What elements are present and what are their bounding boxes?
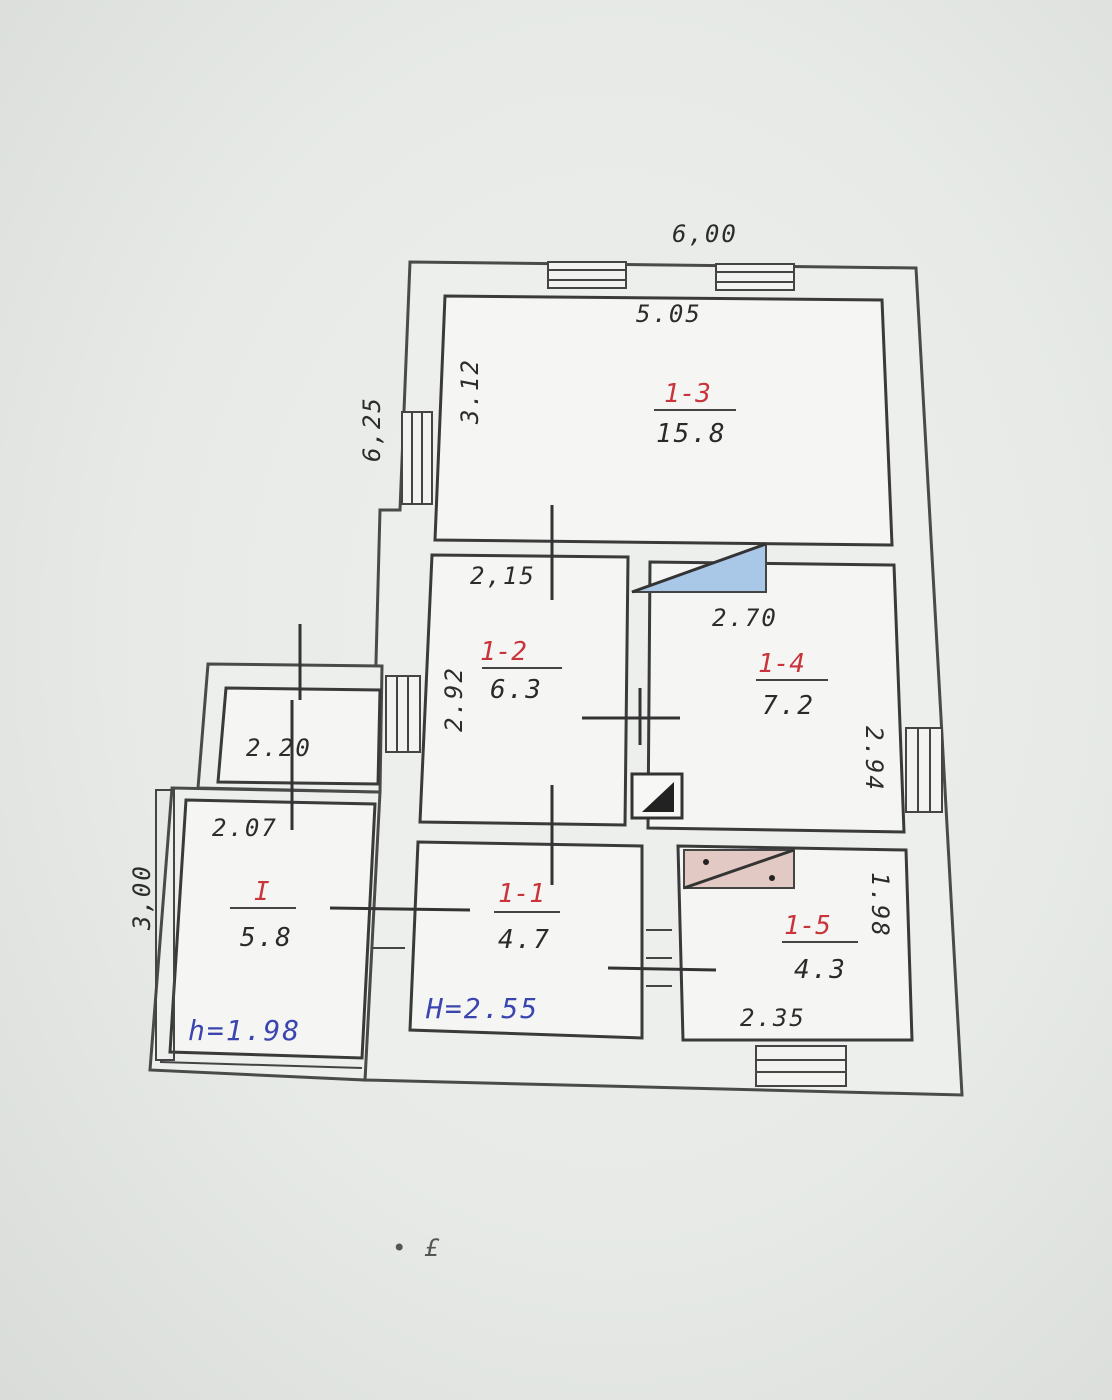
room-1-4-depth: 2.94 <box>860 726 888 792</box>
room-1-3 <box>433 294 894 547</box>
door-mark-5 <box>607 966 717 972</box>
room-I-width: 2.07 <box>212 814 278 842</box>
door-mark-4 <box>329 906 471 912</box>
porch-width-label: 2.20 <box>246 734 312 762</box>
window-top-left <box>547 261 627 289</box>
window-left <box>401 411 433 505</box>
room-1-2-width: 2,15 <box>470 562 536 590</box>
room-1-5-width: 2.35 <box>740 1004 806 1032</box>
room-1-5-id: 1-5 <box>784 911 831 941</box>
overall-depth-label: 6,25 <box>358 396 386 462</box>
stove-icon <box>630 772 684 820</box>
room-1-1-id: 1-1 <box>498 879 545 909</box>
room-1-2 <box>418 553 630 827</box>
room-1-4 <box>646 560 906 834</box>
overall-width-label: 6,00 <box>672 220 738 248</box>
stray-marks: • £ <box>392 1234 441 1262</box>
porch-room <box>216 686 382 786</box>
window-left-2 <box>385 675 421 753</box>
room-1-3-area: 15.8 <box>656 419 727 449</box>
room-1-2-id: 1-2 <box>480 637 527 667</box>
window-annex <box>155 789 363 1069</box>
room-1-1-area: 4.7 <box>498 925 551 955</box>
room-1-3-id: 1-3 <box>664 379 711 409</box>
room-I-id: I <box>254 877 270 907</box>
annex-depth-label: 3,00 <box>128 864 156 931</box>
room-1-5-depth: 1.98 <box>866 872 894 938</box>
window-bottom <box>755 1045 847 1087</box>
room-1-2-depth: 2.92 <box>440 666 468 732</box>
room-1-4-width: 2.70 <box>712 604 778 632</box>
room-I <box>168 798 377 1060</box>
room-1-5-area: 4.3 <box>794 955 847 985</box>
ceiling-height-main: H=2.55 <box>425 992 539 1025</box>
room-1-4-area: 7.2 <box>762 691 815 721</box>
room-1-4-id: 1-4 <box>758 649 805 679</box>
window-top-right <box>715 263 795 291</box>
window-right <box>905 727 943 813</box>
room-1-2-area: 6.3 <box>490 675 543 705</box>
room-1-1 <box>408 840 644 1040</box>
room-1-3-width: 5.05 <box>636 300 702 328</box>
room-I-area: 5.8 <box>240 923 293 953</box>
room-1-3-depth: 3.12 <box>456 358 484 425</box>
ceiling-height-annex: h=1.98 <box>188 1014 301 1047</box>
